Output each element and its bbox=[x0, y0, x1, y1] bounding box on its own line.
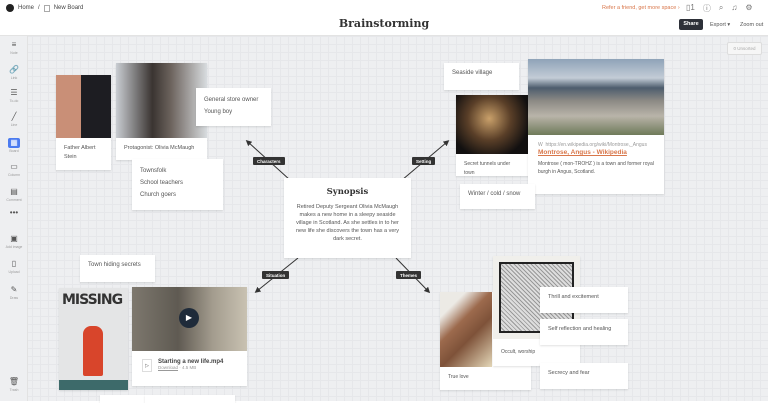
image-card-protagonist[interactable]: Protagonist: Olivia McMaugh bbox=[116, 63, 207, 160]
export-button[interactable]: Export ▾ bbox=[710, 22, 731, 28]
label-setting[interactable]: Setting bbox=[412, 157, 436, 165]
note-townsfolk[interactable]: Townsfolk School teachers Church goers bbox=[132, 159, 223, 210]
note-thrill[interactable]: Thrill and excitement bbox=[540, 287, 628, 313]
gear-icon[interactable]: ⚙ bbox=[745, 3, 753, 12]
synopsis-card[interactable]: Synopsis Retired Deputy Sergeant Olivia … bbox=[284, 178, 411, 258]
breadcrumb-home[interactable]: Home bbox=[18, 5, 35, 11]
sidebar-tool-trash[interactable]: 🗑Trash bbox=[8, 377, 20, 392]
image-card-father[interactable]: Father Albert Stein bbox=[56, 75, 111, 170]
board-icon bbox=[43, 4, 50, 12]
breadcrumb-board[interactable]: New Board bbox=[53, 5, 84, 11]
tool-icon: ☰ bbox=[10, 88, 18, 97]
help-icon[interactable]: ⓘ bbox=[702, 4, 711, 13]
video-file-icon: ▷ bbox=[142, 359, 152, 372]
top-bar: Home / New Board Refer a friend, get mor… bbox=[0, 0, 768, 36]
wikipedia-icon: W bbox=[538, 142, 543, 148]
video-thumbnail: ▶ bbox=[132, 287, 247, 351]
note-partial[interactable] bbox=[100, 395, 145, 403]
sidebar-tool-link[interactable]: 🔗Link bbox=[9, 65, 19, 80]
bell-icon[interactable]: ♫ bbox=[731, 3, 738, 12]
montrose-image bbox=[528, 59, 664, 135]
tool-icon: ≡ bbox=[11, 40, 17, 49]
note-partial[interactable] bbox=[145, 395, 235, 403]
sidebar-tool-board[interactable]: ▦Board bbox=[8, 138, 20, 153]
tool-icon: ✎ bbox=[10, 285, 18, 294]
sidebar-tool-upload[interactable]: ▯Upload bbox=[8, 259, 20, 274]
tool-icon: ▭ bbox=[10, 162, 18, 171]
hands-image bbox=[440, 292, 492, 367]
tool-icon: ▦ bbox=[8, 138, 20, 148]
label-themes[interactable]: Themes bbox=[396, 271, 422, 279]
note-town-secrets[interactable]: Town hiding secrets bbox=[80, 255, 155, 282]
sidebar-tool-more[interactable]: ••• bbox=[4, 208, 24, 219]
sidebar-tool-add-image[interactable]: ▣Add image bbox=[5, 234, 23, 249]
tool-icon: ▯ bbox=[11, 259, 17, 268]
sidebar-tool-to-do[interactable]: ☰To-do bbox=[9, 88, 19, 103]
synopsis-title: Synopsis bbox=[326, 187, 369, 197]
note-winter[interactable]: Winter / cold / snow bbox=[460, 184, 535, 209]
label-situation[interactable]: Situation bbox=[262, 271, 290, 279]
video-card[interactable]: ▶ ▷ Starting a new life.mp4 Download · 4… bbox=[132, 287, 247, 386]
breadcrumb: Home / New Board bbox=[6, 4, 83, 12]
image-card-tunnels[interactable]: Secret tunnels under town bbox=[456, 95, 530, 176]
tool-icon: ╱ bbox=[11, 112, 17, 121]
priest-image bbox=[56, 75, 111, 138]
sidebar-tool-note[interactable]: ≡Note bbox=[4, 40, 24, 55]
note-self-reflection[interactable]: Self reflection and healing bbox=[540, 319, 628, 345]
sidebar-tool-draw[interactable]: ✎Draw bbox=[9, 285, 19, 300]
refer-link[interactable]: Refer a friend, get more space › bbox=[602, 5, 680, 11]
image-missing-poster[interactable]: MISSING bbox=[59, 288, 128, 390]
tool-icon: ▣ bbox=[10, 234, 18, 243]
sidebar-tool-comment[interactable]: ▤Comment bbox=[6, 187, 22, 202]
red-figure bbox=[83, 326, 103, 376]
note-seaside[interactable]: Seaside village bbox=[444, 63, 519, 90]
logo-icon[interactable] bbox=[6, 4, 14, 12]
label-characters[interactable]: Characters bbox=[253, 157, 285, 165]
search-icon[interactable]: ⌕ bbox=[718, 3, 724, 12]
device-icon[interactable]: ▯1 bbox=[686, 3, 695, 12]
share-button[interactable]: Share bbox=[679, 19, 703, 30]
tunnel-image bbox=[456, 95, 530, 154]
sidebar-tool-column[interactable]: ▭Column bbox=[7, 162, 21, 177]
zoom-out-button[interactable]: Zoom out bbox=[740, 22, 764, 28]
play-icon[interactable]: ▶ bbox=[179, 308, 199, 328]
download-link[interactable]: Download bbox=[158, 365, 179, 370]
unsorted-button[interactable]: 0 Unsorted bbox=[727, 42, 762, 55]
page-title: Brainstorming bbox=[338, 17, 430, 30]
wiki-title-link[interactable]: Montrose, Angus - Wikipedia bbox=[538, 149, 627, 156]
sidebar-tool-line[interactable]: ╱Line bbox=[4, 112, 24, 127]
synopsis-text: Retired Deputy Sergeant Olivia McMaugh m… bbox=[295, 204, 400, 242]
note-secrecy[interactable]: Secrecy and fear bbox=[540, 363, 628, 389]
woman-image bbox=[116, 63, 207, 138]
tool-icon: ▤ bbox=[10, 187, 18, 196]
tool-icon: 🗑 bbox=[8, 377, 20, 386]
link-card-wikipedia[interactable]: W https://en.wikipedia.org/wiki/Montrose… bbox=[528, 59, 664, 194]
sidebar: ≡Note 🔗Link ☰To-do ╱Line ▦Board ▭Column ▤Comme… bbox=[0, 36, 28, 401]
tool-icon: 🔗 bbox=[9, 65, 19, 74]
tool-icon: ••• bbox=[9, 208, 19, 217]
note-store[interactable]: General store owner Young boy bbox=[196, 88, 271, 126]
